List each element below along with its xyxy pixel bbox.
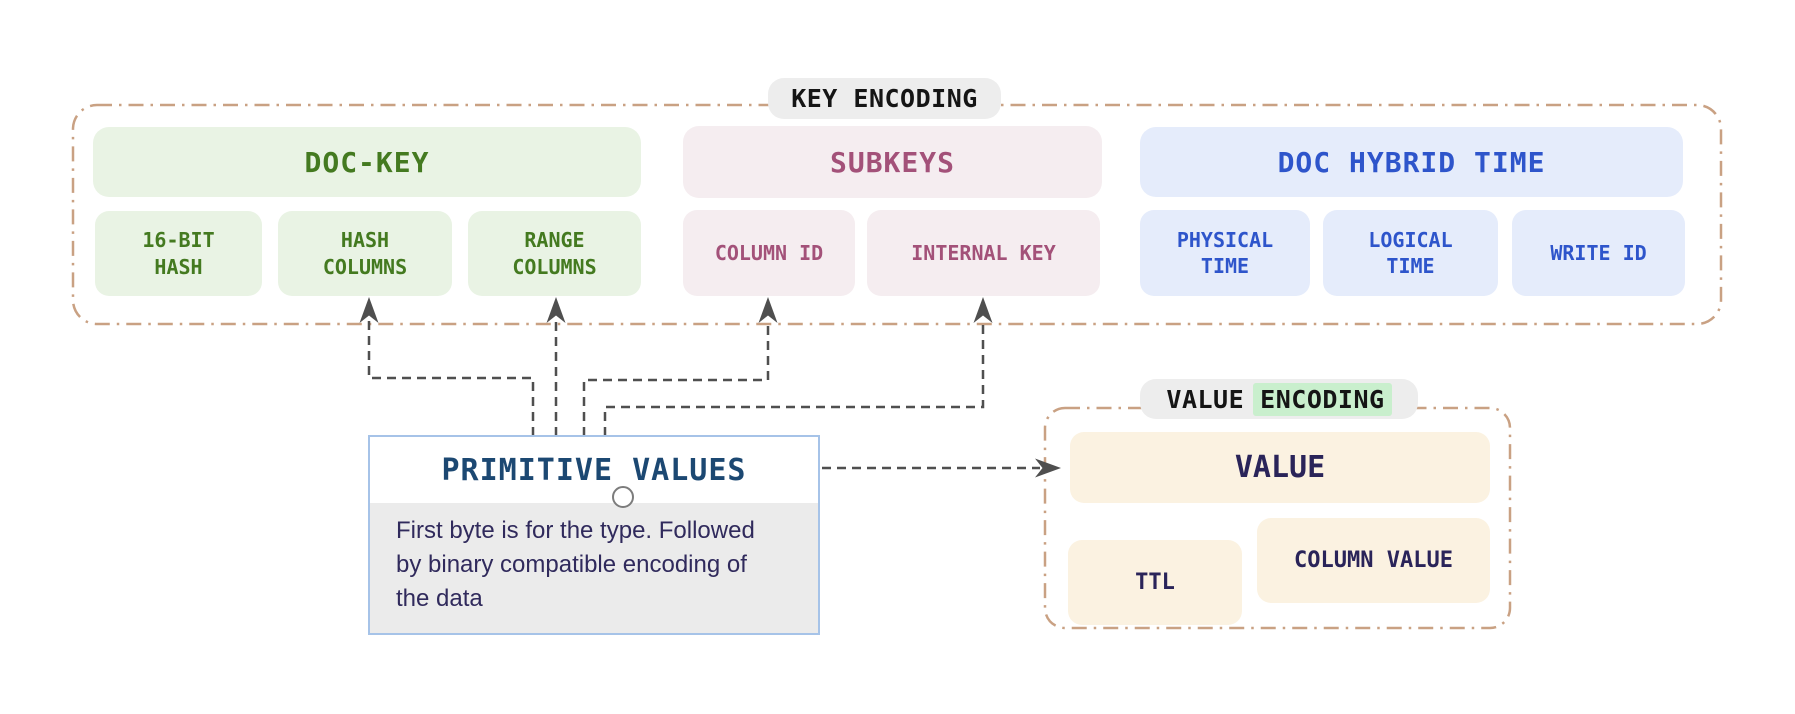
arrow-up-icon	[973, 297, 993, 323]
value-encoding-label-plain: VALUE	[1166, 384, 1245, 414]
cell-range-columns: RANGE COLUMNS	[468, 211, 641, 296]
arrow-right-icon	[1035, 458, 1061, 478]
cell-ttl: TTL	[1068, 540, 1242, 625]
cell-value: VALUE	[1070, 432, 1490, 503]
connector-dashed-line	[582, 320, 770, 436]
cell-logical-time: LOGICAL TIME	[1323, 210, 1498, 296]
primitive-values-title: PRIMITIVE VALUES	[370, 437, 818, 503]
doc-key-header: DOC-KEY	[93, 127, 641, 197]
connector-dashed-line	[603, 320, 985, 436]
arrow-up-icon	[546, 297, 566, 323]
cell-hash-columns: HASH COLUMNS	[278, 211, 452, 296]
cell-column-value: COLUMN VALUE	[1257, 518, 1490, 603]
key-encoding-label: KEY ENCODING	[768, 78, 1001, 119]
cell-column-id: COLUMN ID	[683, 210, 855, 296]
connection-anchor	[612, 486, 634, 508]
primitive-values-box: PRIMITIVE VALUES First byte is for the t…	[368, 435, 820, 635]
primitive-values-note-text: First byte is for the type. Followed by …	[396, 517, 755, 612]
value-encoding-label: VALUE ENCODING	[1140, 379, 1418, 419]
cell-physical-time: PHYSICAL TIME	[1140, 210, 1310, 296]
cell-write-id: WRITE ID	[1512, 210, 1685, 296]
arrow-up-icon	[758, 297, 778, 323]
primitive-values-note: First byte is for the type. Followed by …	[370, 503, 818, 633]
doc-hybrid-time-header: DOC HYBRID TIME	[1140, 127, 1683, 197]
key-encoding-label-text: KEY ENCODING	[791, 84, 978, 113]
connector-dashed-line	[367, 320, 535, 436]
subkeys-header: SUBKEYS	[683, 126, 1102, 198]
cell-16-bit-hash: 16-BIT HASH	[95, 211, 262, 296]
arrow-up-icon	[359, 297, 379, 323]
value-encoding-label-highlight: ENCODING	[1253, 382, 1392, 416]
cell-internal-key: INTERNAL KEY	[867, 210, 1100, 296]
